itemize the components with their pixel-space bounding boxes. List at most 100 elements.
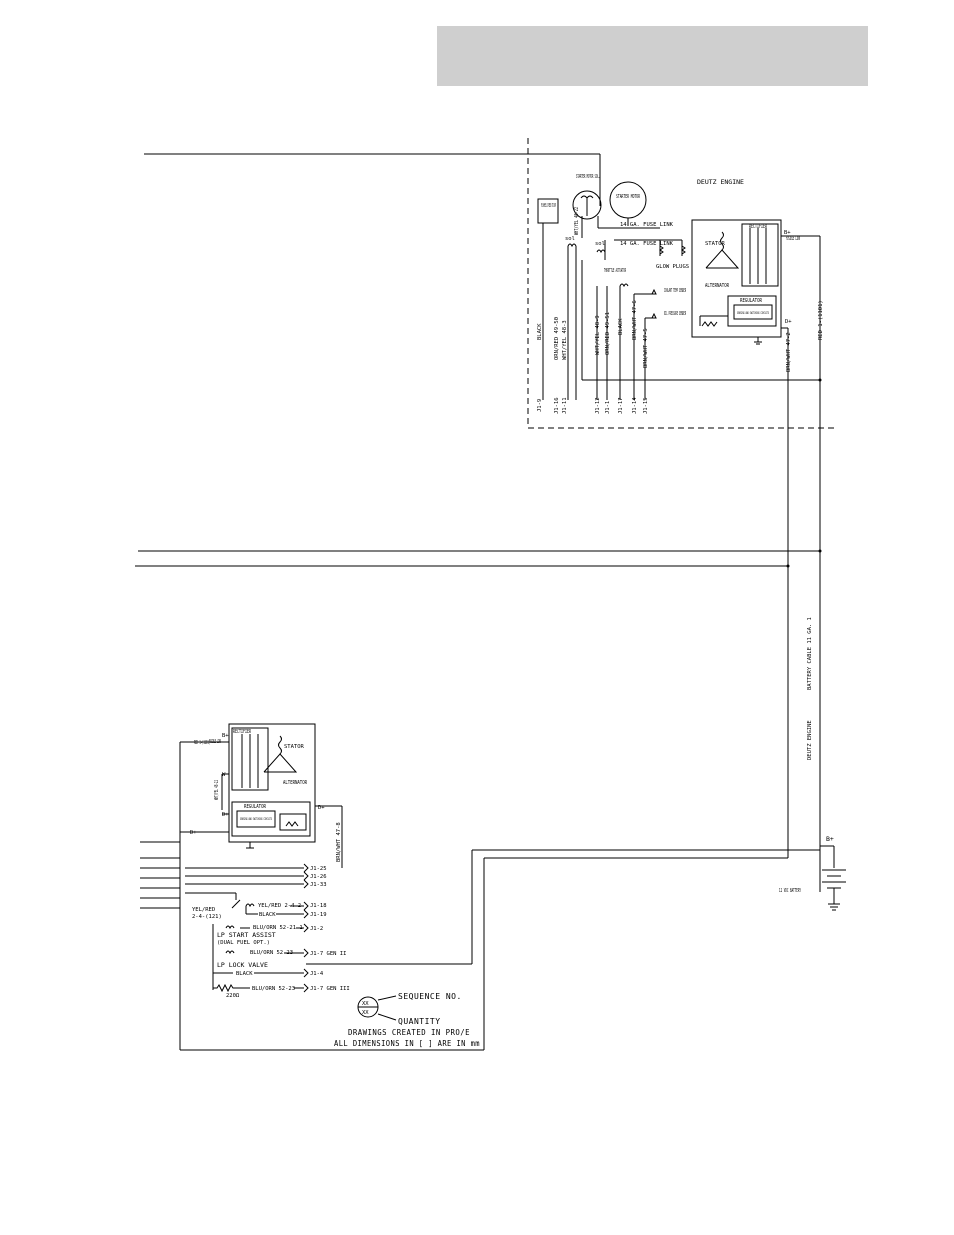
starter-motor-label: STARTER MOTOR: [616, 194, 640, 200]
j1-4-label: J1-4: [310, 971, 324, 977]
lower-alternator-housing: [228, 723, 316, 843]
resistor-icon: [213, 983, 237, 993]
note-dimensions: ALL DIMENSIONS IN [ ] ARE IN mm: [334, 1039, 480, 1048]
resistor-label: 220Ω: [226, 993, 240, 999]
stator-label: STATOR: [705, 241, 726, 247]
terminal-label: J1-17: [618, 397, 624, 414]
black-2-label: BLACK: [236, 971, 253, 977]
wire-label-orn-red-b: ORN/RED 49-51: [605, 312, 611, 355]
switch-contact: [231, 899, 241, 909]
coolant-sender-icon: [651, 288, 657, 295]
starter-motor-symbol: [609, 181, 647, 219]
alternator-label: ALTERNATOR: [705, 283, 729, 289]
upper-alternator: RECTIFIER STATOR ALTERNATOR REGULATOR SE…: [691, 219, 822, 892]
regulator-block: [727, 295, 777, 327]
throttle-label: THROTTLE ACTUATOR: [604, 268, 626, 274]
j1-7-gen-iii-label: J1-7 GEN III: [310, 986, 350, 992]
wire-label-black-a: BLACK: [537, 323, 543, 340]
lower-brn-wht-label: BRN/WHT 47-8: [336, 822, 342, 862]
lower-field-coil-icon: [285, 821, 299, 827]
rectifier-label: RECTIFIER: [749, 224, 767, 230]
engine-box: DEUTZ ENGINE FLYWHEEL SPEED PICKUP START…: [144, 138, 834, 892]
wire-label-black-b: BLACK: [618, 318, 624, 335]
lower-red-wire-label: RED 1-(1101): [194, 740, 210, 746]
yel-red-label: YEL/RED: [192, 907, 215, 913]
lower-alternator-label: ALTERNATOR: [283, 780, 307, 786]
terminal-label: J1-11: [562, 397, 568, 414]
throttle-coil-icon: [619, 283, 629, 288]
stator-winding-icon: [705, 249, 740, 269]
rectifier-block: [741, 223, 779, 287]
starter-solenoid-symbol: [572, 190, 602, 220]
engine-box-border: [527, 138, 834, 429]
lp-start-label: LP START ASSIST: [217, 931, 276, 939]
wire-label-brn-wht-a: BRN/WHT 47-6: [632, 300, 638, 340]
battery-label: 12 VDC BATTERY: [779, 888, 801, 894]
field-coil-icon: [701, 321, 718, 327]
starter-sol-label: STARTER MOTOR SOL.: [576, 174, 600, 180]
wire-label-brn-wht-c: BRN/WHT 47-2: [786, 332, 792, 372]
blu-orn-3-label: BLU/ORN 52-23: [252, 986, 295, 992]
lp-coil-2-icon: [225, 950, 235, 955]
lower-wht-wire-label: WHT/YEL 48-22: [214, 780, 220, 800]
black-1-label: BLACK: [259, 912, 276, 918]
legend: XX XX SEQUENCE NO. QUANTITY DRAWINGS CRE…: [334, 992, 480, 1048]
circuit-block: [733, 304, 773, 320]
wire-label-orn-red: ORN/RED 49-50: [554, 317, 560, 360]
fuse-link-1-label: 14 GA. FUSE LINK: [620, 222, 674, 228]
terminal-label: J1-1: [605, 401, 611, 414]
wire-label-wht-yel-a: WHT/YEL 48-3: [562, 320, 568, 360]
terminal-label: J1-12: [595, 397, 601, 414]
j1-19-label: J1-19: [310, 912, 327, 918]
lower-d-plus-out-label: D+: [318, 805, 325, 811]
relay-coil-icon: [245, 903, 255, 908]
circuit-label: SENSING AND SWITCHING CIRCUITS: [737, 311, 769, 315]
terminal-label: J1-9: [537, 399, 543, 412]
battery-deutz-label: DEUTZ ENGINE: [807, 720, 813, 760]
wire-label-wht-yel-c: WHT/YEL 48-22: [574, 207, 580, 235]
fusible-link-label: FUSIBLE LINK: [786, 236, 800, 242]
dual-fuel-label: (DUAL FUEL OPT.): [217, 940, 270, 946]
yel-red-number-label: 2-4-(121): [192, 914, 222, 920]
engine-wire-labels: BLACK ORN/RED 49-50 WHT/YEL 48-3 WHT/YEL…: [537, 207, 824, 372]
d-plus-label: D+: [785, 319, 792, 325]
sol-2-coil-icon: [596, 249, 606, 254]
lp-lock-label: LP LOCK VALVE: [217, 961, 268, 969]
glow-plugs-label: GLOW PLUGS: [656, 264, 689, 270]
lower-circuit-label: SENSING AND SWITCHING CIRCUITS: [240, 817, 272, 821]
lp-start-coil-icon: [225, 925, 235, 930]
sol-1-label: sol: [565, 236, 575, 242]
wire-label-wht-yel-b: WHT/YEL 48-9: [595, 315, 601, 355]
lower-d-tag: D+: [190, 830, 197, 836]
j1-18-label: J1-18: [310, 903, 327, 909]
lower-terminal-label: J1-33: [310, 882, 327, 888]
terminal-label: J1-16: [554, 397, 560, 414]
flywheel-pickup-box: [537, 198, 559, 224]
lower-rectifier-label: RECTIFIER: [233, 729, 251, 735]
alternator-housing: [691, 219, 782, 338]
b-plus-label: B+: [784, 230, 791, 236]
sol-2-label: sol: [595, 241, 605, 247]
lower-regulator-label: REGULATOR: [244, 804, 267, 810]
flywheel-label: FLYWHEEL SPEED PICKUP: [541, 203, 556, 209]
battery-cable-label: BATTERY CABLE 11 GA. 1: [807, 617, 813, 690]
lower-stator-icon: [263, 753, 298, 773]
lower-terminal-label: J1-26: [310, 874, 327, 880]
j1-7-gen-ii-label: J1-7 GEN II: [310, 951, 346, 957]
terminal-label: J1-14: [632, 397, 638, 414]
wire-label-red: RED 1-(1101): [818, 300, 824, 340]
lower-b-plus-label: B+: [222, 733, 229, 739]
lower-d-label: D+: [222, 812, 229, 818]
engine-title: DEUTZ ENGINE: [697, 178, 744, 186]
header-band: [437, 26, 868, 86]
lower-circuit-block: [236, 810, 276, 828]
symbol-bottom-label: XX: [362, 1010, 369, 1016]
lower-rectifier-block: [231, 727, 269, 791]
fuse-link-2-label: 14 GA. FUSE LINK: [620, 241, 674, 247]
sequence-label: SEQUENCE NO.: [398, 992, 462, 1001]
battery-b-plus-label: B+: [826, 835, 834, 843]
oil-label: OIL PRESSURE SENDER: [664, 311, 686, 317]
note-proe: DRAWINGS CREATED IN PRO/E: [348, 1028, 470, 1037]
regulator-label: REGULATOR: [740, 298, 763, 304]
